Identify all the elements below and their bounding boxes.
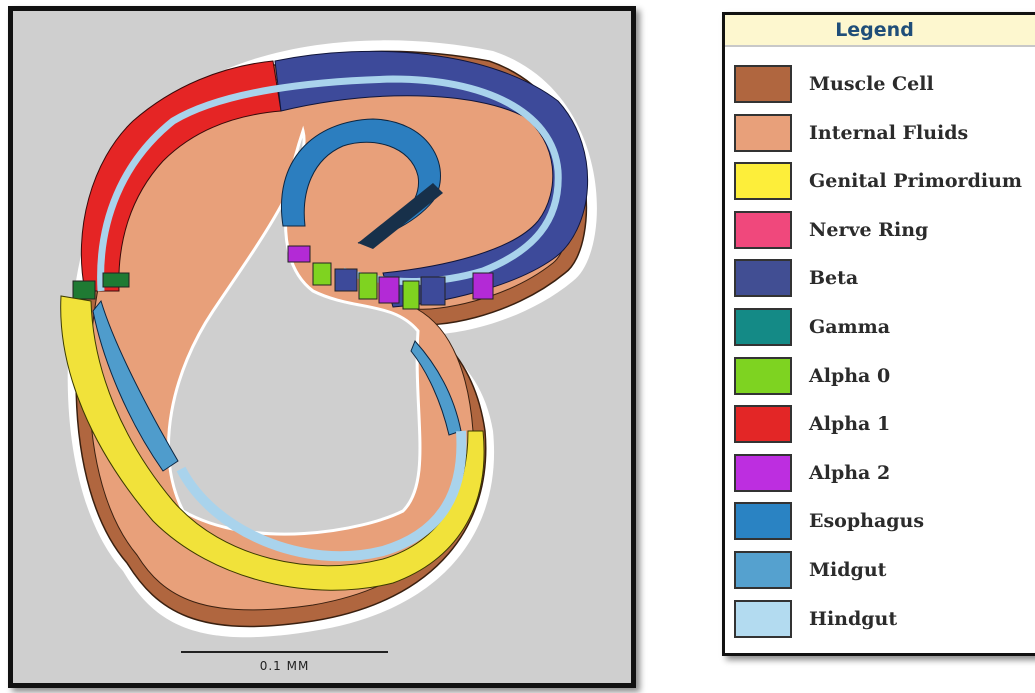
legend-label: Internal Fluids [809, 122, 968, 144]
legend-swatch [734, 600, 792, 638]
legend-item: Alpha 0 [734, 354, 890, 398]
legend-item: Hindgut [734, 597, 897, 641]
legend-swatch [734, 357, 792, 395]
legend-swatch [734, 259, 792, 297]
legend-item: Beta [734, 256, 858, 300]
legend-label: Esophagus [809, 510, 924, 532]
legend-swatch [734, 65, 792, 103]
legend-item: Genital Primordium [734, 159, 1022, 203]
legend-swatch [734, 308, 792, 346]
legend-item: Muscle Cell [734, 62, 934, 106]
scale-bar-label: 0.1 MM [181, 659, 388, 673]
legend-item: Nerve Ring [734, 208, 928, 252]
legend-label: Alpha 2 [809, 462, 890, 484]
legend-label: Midgut [809, 559, 886, 581]
legend-item: Esophagus [734, 499, 924, 543]
legend-item: Alpha 1 [734, 402, 890, 446]
legend-label: Gamma [809, 316, 890, 338]
legend-swatch [734, 551, 792, 589]
legend-label: Muscle Cell [809, 73, 934, 95]
legend-item: Alpha 2 [734, 451, 890, 495]
legend-label: Beta [809, 267, 858, 289]
legend-swatch [734, 454, 792, 492]
legend-item: Midgut [734, 548, 886, 592]
legend-label: Alpha 0 [809, 365, 890, 387]
legend-label: Hindgut [809, 608, 897, 630]
legend-panel: Legend Muscle CellInternal FluidsGenital… [722, 12, 1035, 656]
legend-title: Legend [725, 15, 1035, 47]
legend-swatch [734, 211, 792, 249]
legend-label: Nerve Ring [809, 219, 928, 241]
worm-diagram: 0.1 MM [8, 6, 636, 688]
legend-swatch [734, 162, 792, 200]
legend-swatch [734, 114, 792, 152]
worm-illustration [13, 11, 631, 683]
legend-swatch [734, 405, 792, 443]
legend-item: Internal Fluids [734, 111, 968, 155]
legend-item: Gamma [734, 305, 890, 349]
scale-bar [181, 651, 388, 653]
legend-label: Alpha 1 [809, 413, 890, 435]
legend-label: Genital Primordium [809, 170, 1022, 192]
legend-swatch [734, 502, 792, 540]
